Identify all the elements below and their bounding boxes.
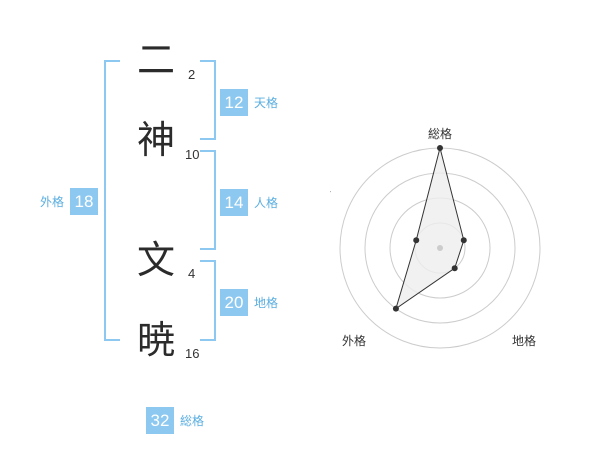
radar-axis-label-5: 人格 xyxy=(330,183,331,198)
stroke-count-2: 10 xyxy=(185,147,200,162)
radar-series-polygon xyxy=(395,147,465,310)
jinkaku-badge: 14 人格 xyxy=(220,189,278,216)
gaikaku-badge: 外格 18 xyxy=(40,188,99,215)
jinkaku-bracket xyxy=(200,150,216,250)
chikaku-badge: 20 地格 xyxy=(220,289,278,316)
chikaku-bracket xyxy=(200,260,216,341)
jinkaku-label: 人格 xyxy=(254,196,279,210)
name-char-4: 暁 xyxy=(136,318,175,362)
chikaku-label: 地格 xyxy=(254,296,279,310)
name-char-3: 文 xyxy=(136,238,175,282)
gaikaku-value: 18 xyxy=(70,188,99,215)
radar-axis-labels: 総格天格地格外格人格 xyxy=(330,126,536,348)
stroke-count-3: 4 xyxy=(188,266,196,281)
stroke-count-1: 2 xyxy=(188,67,196,82)
radar-points xyxy=(392,145,467,312)
gaikaku-label: 外格 xyxy=(40,195,65,209)
jinkaku-value: 14 xyxy=(220,189,248,216)
tenkaku-label: 天格 xyxy=(254,96,279,110)
stroke-count-4: 16 xyxy=(185,346,200,361)
radar-point-4 xyxy=(392,305,399,312)
radar-point-5 xyxy=(413,237,420,244)
gaikaku-bracket xyxy=(104,60,120,341)
soukaku-label: 総格 xyxy=(180,414,205,428)
radar-axis-label-4: 外格 xyxy=(342,333,366,348)
radar-point-3 xyxy=(451,265,458,272)
radar-point-1 xyxy=(437,145,443,151)
tenkaku-bracket xyxy=(200,60,216,140)
radar-axis-label-3: 地格 xyxy=(512,333,536,348)
name-char-1: 二 xyxy=(136,38,175,82)
radar-point-2 xyxy=(460,237,467,244)
tenkaku-badge: 12 天格 xyxy=(220,89,278,116)
name-char-2: 神 xyxy=(136,118,175,162)
tenkaku-value: 12 xyxy=(220,89,248,116)
radar-axis-label-1: 総格 xyxy=(428,126,452,141)
soukaku-badge: 32 総格 xyxy=(146,407,204,434)
soukaku-value: 32 xyxy=(146,407,174,434)
radar-chart: 総格天格地格外格人格 xyxy=(330,126,541,349)
chikaku-value: 20 xyxy=(220,289,248,316)
radar-center-dot xyxy=(437,245,443,251)
